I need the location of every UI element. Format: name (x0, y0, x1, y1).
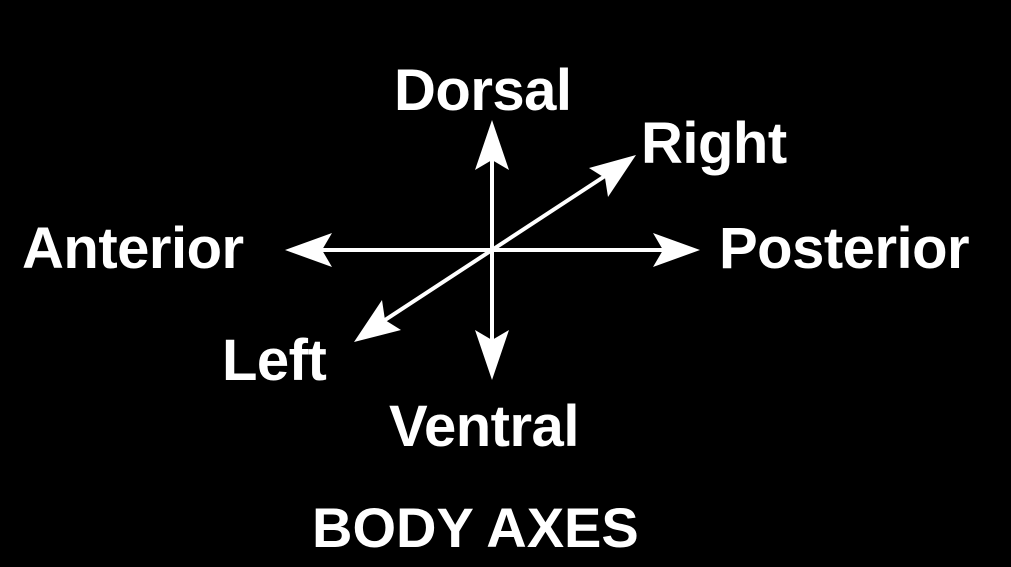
anterior-label: Anterior (22, 216, 244, 281)
right-label: Right (641, 111, 787, 176)
posterior-label: Posterior (719, 216, 970, 281)
posterior-arrowhead (653, 233, 700, 267)
dorsal-arrowhead (475, 120, 509, 170)
left-right-axis (380, 174, 607, 324)
left-label: Left (222, 328, 327, 393)
ventral-arrowhead (475, 330, 509, 380)
dorsal-label: Dorsal (394, 58, 572, 123)
left-arrowhead (354, 300, 401, 342)
ventral-label: Ventral (389, 394, 579, 459)
anterior-arrowhead (285, 233, 332, 267)
right-arrowhead (589, 155, 636, 197)
diagram-title: BODY AXES (312, 496, 639, 559)
